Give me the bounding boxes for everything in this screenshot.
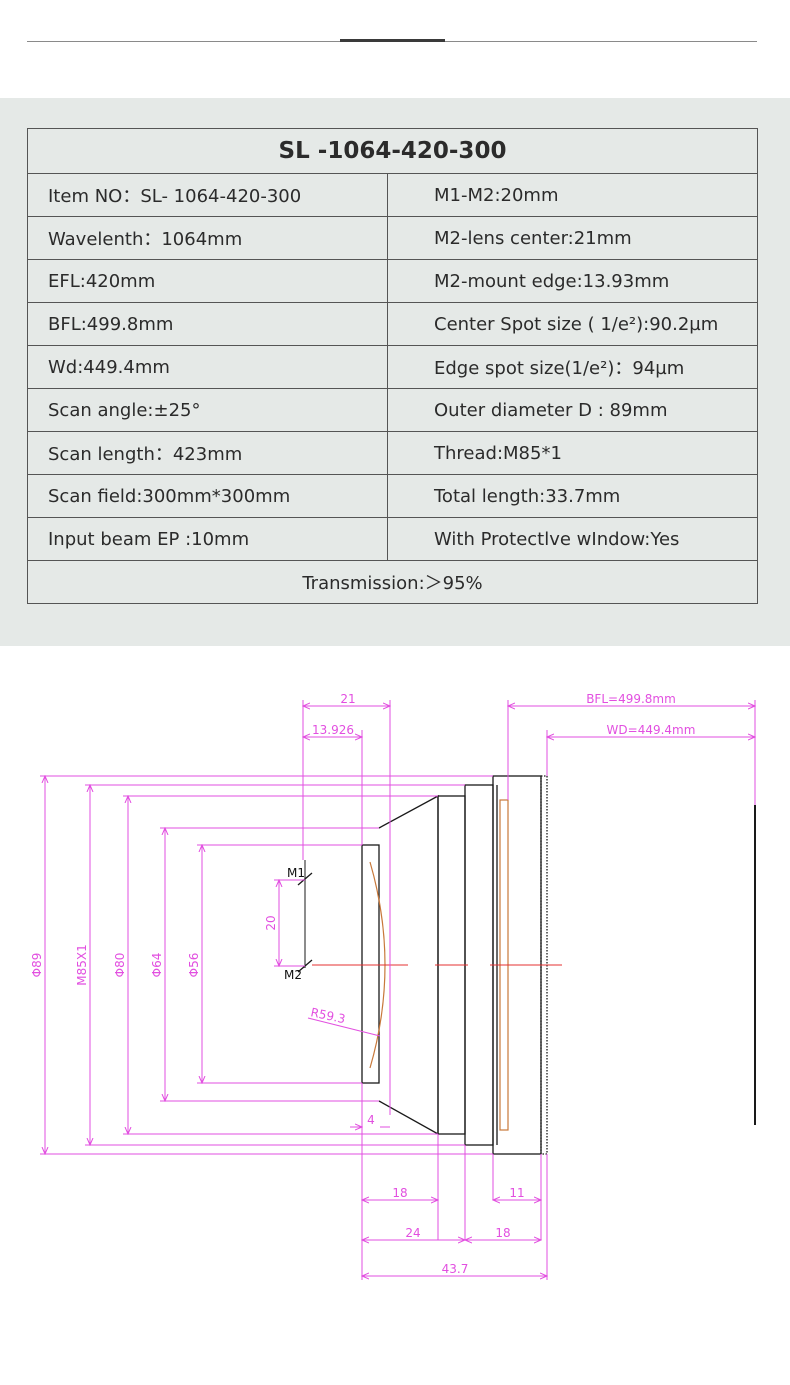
technical-drawing: 21 13.926 BFL=499.8mm WD=449.4mm Φ89 M85…	[30, 692, 756, 1280]
spec-cell: Wavelenth：1064mm	[27, 216, 388, 260]
spec-cell: Edge spot size(1/e²)：94µm	[387, 345, 758, 389]
spec-title: SL -1064-420-300	[27, 128, 758, 174]
dia-56-label: Φ56	[187, 953, 201, 978]
spec-cell: Center Spot size ( 1/e²):90.2µm	[387, 302, 758, 346]
m2-label: M2	[284, 968, 302, 982]
spec-cell: Scan angle:±25°	[27, 388, 388, 432]
dia-89-label: Φ89	[30, 953, 44, 978]
spec-table: SL -1064-420-300 Item NO：SL- 1064-420-30…	[27, 128, 758, 604]
dim-4-label: 4	[367, 1113, 375, 1127]
dim-13926-label: 13.926	[312, 723, 354, 737]
dim-11-label: 11	[509, 1186, 524, 1200]
spec-cell: Wd:449.4mm	[27, 345, 388, 389]
dim-21-label: 21	[340, 692, 355, 706]
spec-cell: Scan field:300mm*300mm	[27, 474, 388, 518]
spec-cell: Outer diameter D : 89mm	[387, 388, 758, 432]
dim-24-label: 24	[405, 1226, 420, 1240]
top-divider-accent	[340, 39, 445, 42]
spec-row: Scan angle:±25°Outer diameter D : 89mm	[27, 388, 758, 432]
spec-cell: With Protectlve wIndow:Yes	[387, 517, 758, 561]
spec-cell: M1-M2:20mm	[387, 173, 758, 217]
spec-cell: Total length:33.7mm	[387, 474, 758, 518]
dia-64-label: Φ64	[150, 953, 164, 978]
spec-cell: Input beam EP :10mm	[27, 517, 388, 561]
spec-cell: Thread:M85*1	[387, 431, 758, 475]
wd-label: WD=449.4mm	[607, 723, 696, 737]
m1-m2-gap-label: 20	[264, 915, 278, 930]
spec-cell: M2-mount edge:13.93mm	[387, 259, 758, 303]
total-length-label: 43.7	[442, 1262, 469, 1276]
dimension-lines	[40, 700, 755, 1280]
spec-cell: BFL:499.8mm	[27, 302, 388, 346]
spec-cell: Item NO：SL- 1064-420-300	[27, 173, 388, 217]
bfl-label: BFL=499.8mm	[586, 692, 676, 706]
m1-label: M1	[287, 866, 305, 880]
thread-label: M85X1	[75, 944, 89, 985]
dim-18-right-label: 18	[495, 1226, 510, 1240]
spec-cell: EFL:420mm	[27, 259, 388, 303]
spec-cell: M2-lens center:21mm	[387, 216, 758, 260]
spec-footer: Transmission:＞95%	[27, 560, 758, 604]
spec-cell: Scan length：423mm	[27, 431, 388, 475]
dim-18-left-label: 18	[392, 1186, 407, 1200]
dia-80-label: Φ80	[113, 953, 127, 978]
